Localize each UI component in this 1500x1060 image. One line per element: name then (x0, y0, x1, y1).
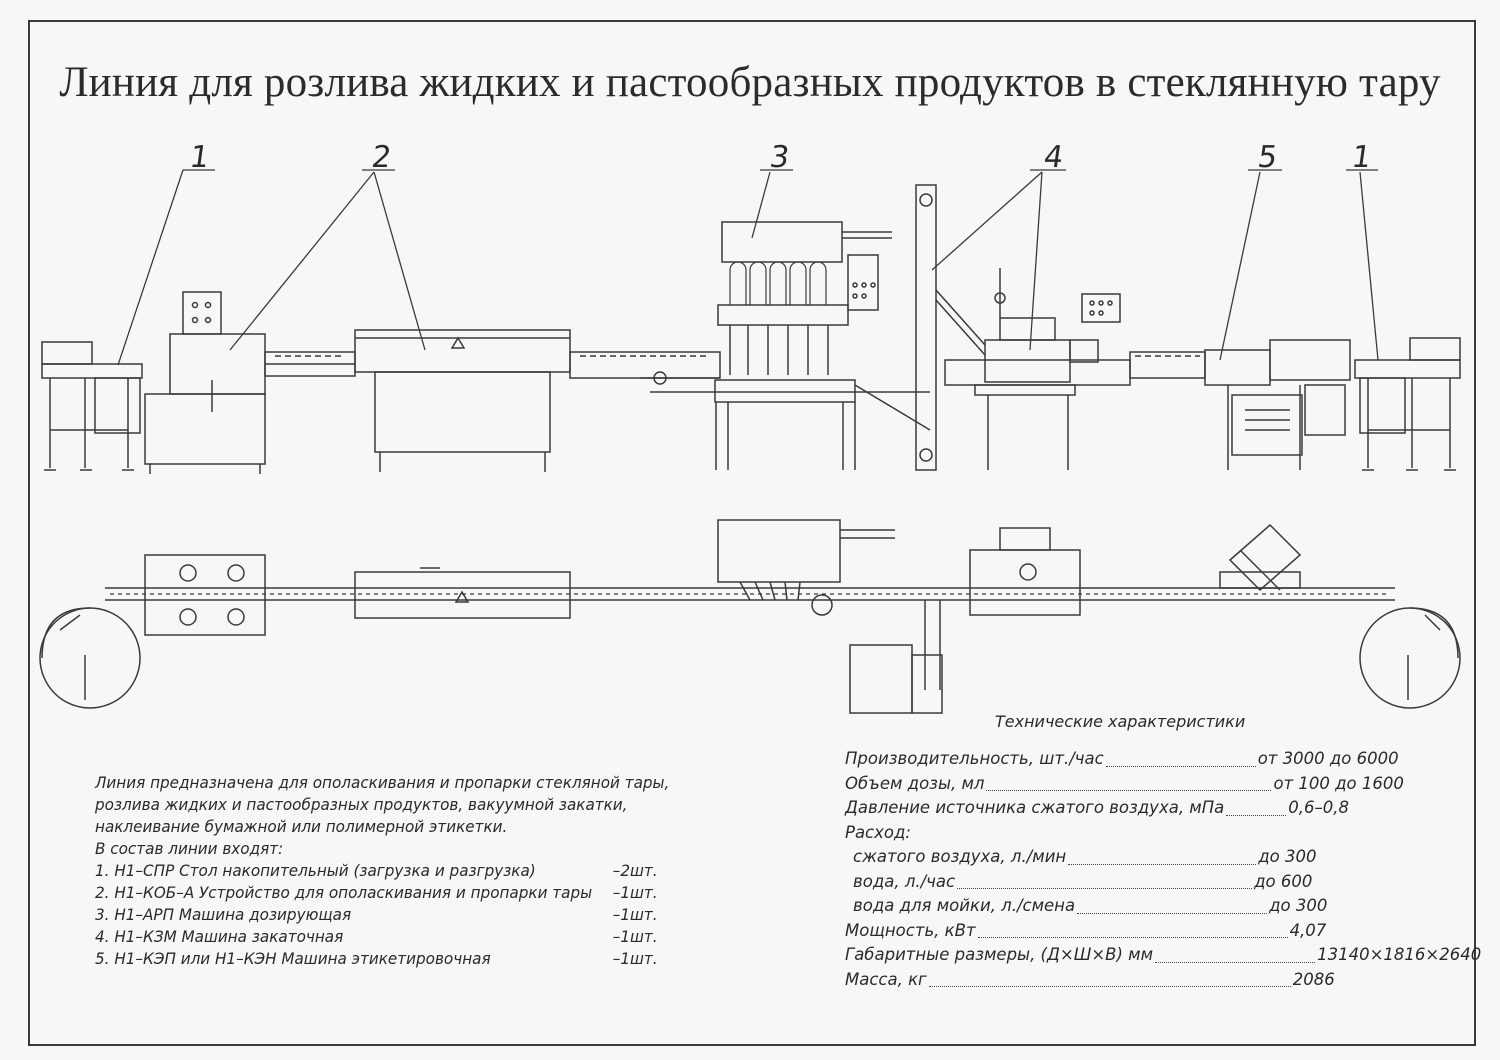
component-item: 3. Н1–АРП Машина дозирующая –1шт. (95, 904, 703, 926)
spec-value: до 300 (1258, 847, 1317, 866)
spec-label: Расход: (845, 822, 911, 842)
spec-value: от 3000 до 6000 (1257, 749, 1399, 768)
spec-value: 13140×1816×2640 (1317, 945, 1482, 964)
component-name: 5. Н1–КЭП или Н1–КЭН Машина этикетировоч… (95, 949, 491, 968)
machine-5-labeler-plan (1219, 523, 1302, 592)
spec-leader (1068, 863, 1257, 865)
description-line: наклеивание бумажной или полимерной этик… (95, 817, 508, 836)
spec-leader (1105, 765, 1256, 767)
machine-2-rinser-plan (144, 554, 266, 636)
machine-3-doser-plan (717, 519, 895, 616)
spec-leader (977, 937, 1288, 939)
conveyor-plan (105, 587, 1395, 601)
machine-5-labeler-elevation (1204, 339, 1351, 470)
spec-label: Масса, кг (845, 969, 927, 989)
component-name: 2. Н1–КОБ–А Устройство для ополаскивания… (95, 883, 593, 902)
description-line: В состав линии входят: (95, 839, 284, 858)
machine-1-right-elevation (1354, 337, 1461, 471)
spec-row: Объем дозы, мл от 100 до 1600 (845, 774, 1465, 799)
plan-view (39, 519, 1461, 714)
component-item: 2. Н1–КОБ–А Устройство для ополаскивания… (95, 882, 703, 904)
component-qty: –1шт. (612, 905, 658, 924)
drawing-title: Линия для розлива жидких и пастообразных… (59, 59, 1441, 106)
turntable-left-plan (39, 607, 141, 709)
turntable-right-plan (1359, 607, 1461, 709)
spec-leader (928, 986, 1291, 988)
spec-row: Расход: (845, 823, 1465, 848)
spec-row: вода, л./час до 600 (845, 872, 1465, 897)
spec-leader (957, 888, 1253, 890)
spec-value: до 600 (1254, 871, 1313, 891)
spec-value: от 100 до 1600 (1273, 773, 1404, 793)
spec-value: 2086 (1292, 969, 1335, 989)
machine-4-capper-plan (849, 527, 1081, 714)
spec-label: Давление источника сжатого воздуха, мПа (845, 798, 1225, 817)
machine-3-doser-elevation (650, 221, 930, 470)
spec-label: вода для мойки, л./смена (853, 896, 1076, 915)
component-item: 4. Н1–КЗМ Машина закаточная –1шт. (95, 926, 703, 948)
spec-label: Объем дозы, мл (845, 773, 985, 793)
conveyor-middle-elevation (569, 351, 721, 385)
component-name: 1. Н1–СПР Стол накопительный (загрузка и… (95, 861, 536, 880)
machine-2-rinser-elevation (144, 291, 266, 474)
component-name: 3. Н1–АРП Машина дозирующая (95, 905, 352, 924)
line-description: Линия предназначена для ополаскивания и … (95, 772, 703, 970)
component-item: 5. Н1–КЭП или Н1–КЭН Машина этикетировоч… (95, 948, 703, 970)
description-line: Линия предназначена для ополаскивания и … (95, 773, 670, 792)
spec-value: 4,07 (1289, 920, 1327, 940)
component-qty: –1шт. (612, 949, 658, 968)
spec-label: сжатого воздуха, л./мин (853, 847, 1067, 866)
spec-label: вода, л./час (853, 871, 956, 891)
spec-value: до 300 (1269, 896, 1328, 915)
component-qty: –2шт. (612, 861, 658, 880)
spec-label: Производительность, шт./час (845, 749, 1104, 768)
spec-row: Производительность, шт./час от 3000 до 60… (845, 749, 1465, 774)
elevation-view (41, 184, 1461, 474)
spec-label: Габаритные размеры, (Д×Ш×В) мм (845, 945, 1154, 964)
technical-specs: Технические характеристики Производитель… (845, 712, 1481, 995)
spec-row: Давление источника сжатого воздуха, мПа 0… (845, 798, 1465, 823)
component-name: 4. Н1–КЗМ Машина закаточная (95, 927, 344, 946)
spec-leader (1155, 961, 1316, 963)
spec-label: Мощность, кВт (845, 920, 976, 940)
spec-leader (1226, 814, 1287, 816)
component-qty: –1шт. (612, 927, 658, 946)
machine-4-elevator-elevation (854, 184, 986, 471)
spec-row: сжатого воздуха, л./мин до 300 (845, 847, 1465, 872)
component-item: 1. Н1–СПР Стол накопительный (загрузка и… (95, 860, 703, 882)
spec-leader (1077, 912, 1268, 914)
drawing-frame (28, 20, 1476, 1046)
machine-4-capper-elevation (944, 268, 1131, 470)
spec-row: Мощность, кВт 4,07 (845, 921, 1465, 946)
specs-title: Технические характеристики (995, 712, 1246, 731)
conveyor-right-elevation (1129, 351, 1206, 379)
spec-row: Габаритные размеры, (Д×Ш×В) мм 13140×1816… (845, 945, 1481, 970)
conveyor-left-elevation (264, 351, 356, 377)
spec-value: 0,6–0,8 (1288, 798, 1350, 817)
machine-2-tunnel-plan (354, 567, 571, 619)
machine-1-left-elevation (41, 341, 143, 471)
spec-row: вода для мойки, л./смена до 300 (845, 896, 1465, 921)
leader-lines (117, 169, 1379, 366)
description-line: розлива жидких и пастообразных продуктов… (95, 795, 628, 814)
spec-row: Масса, кг 2086 (845, 970, 1465, 995)
component-qty: –1шт. (612, 883, 658, 902)
spec-leader (986, 790, 1272, 792)
machine-2-tunnel-elevation (354, 329, 571, 472)
